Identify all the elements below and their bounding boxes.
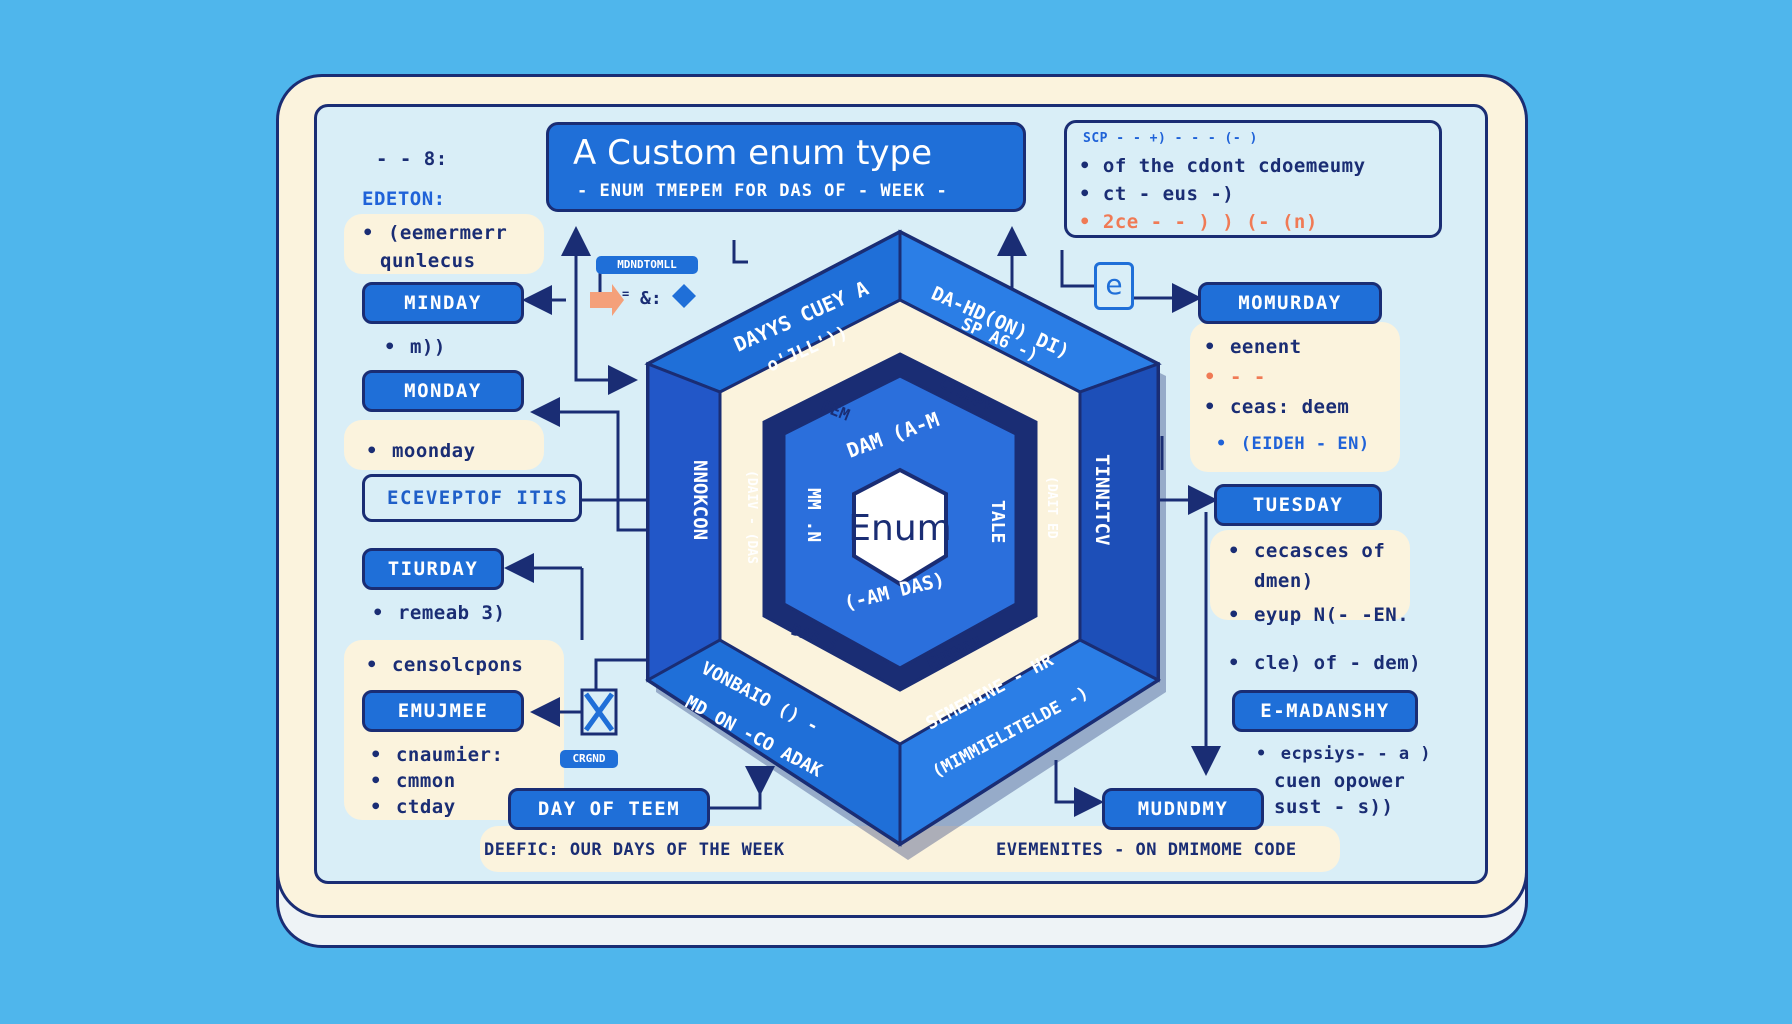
- title-box: A Custom enum type - ENUM TMEPEM FOR DAS…: [546, 122, 1026, 212]
- pill-momurday: MOMURDAY: [1198, 282, 1382, 324]
- pill-monday: MONDAY: [362, 370, 524, 412]
- connector: [1060, 250, 1094, 288]
- pill-minday: MINDAY: [362, 282, 524, 324]
- right-note: - -: [1204, 366, 1266, 388]
- right-note: cecasces of: [1228, 540, 1385, 562]
- code-line: • ct - eus -): [1079, 183, 1235, 205]
- right-note: eenent: [1204, 336, 1302, 358]
- enum-hexagon: [644, 229, 1166, 860]
- pill-day-of-teem: DAY OF TEEM: [508, 788, 710, 830]
- svg-text:=: =: [622, 287, 629, 301]
- diagram-subtitle: - ENUM TMEPEM FOR DAS OF - WEEK -: [577, 181, 948, 201]
- connector: [530, 658, 650, 727]
- footer-right: EVEMENITES - ON DMIMOME CODE: [996, 840, 1297, 860]
- tag-mdndtomll: MDNDTOMLL: [596, 256, 698, 274]
- left-note: m)): [384, 336, 446, 358]
- pill-emadanshy: E-MADANSHY: [1232, 690, 1418, 732]
- right-note: (EIDEH - EN): [1216, 434, 1370, 454]
- left-note: cmmon: [370, 770, 456, 792]
- transform-arrows-icon: = &:: [590, 284, 696, 316]
- diagram-title: A Custom enum type: [573, 133, 933, 173]
- left-note: remeab 3): [372, 602, 505, 624]
- code-line: • of the cdont cdoemeumy: [1079, 155, 1366, 177]
- face-label: NNOKCON: [689, 460, 711, 540]
- svg-text:&:: &:: [640, 288, 662, 309]
- tag-crgnd: CRGND: [560, 750, 618, 768]
- code-line: SCP - - +) - - - (- ): [1083, 131, 1258, 146]
- right-note: eyup N(- -EN.: [1228, 604, 1409, 626]
- connector: [732, 240, 748, 264]
- pill-ecevept: ECEVEPTOF ITIS: [362, 474, 582, 522]
- connector: [574, 235, 638, 395]
- right-note: sust - s)): [1274, 796, 1394, 818]
- pill-tuesday: TUESDAY: [1214, 484, 1382, 526]
- face-label: TINNITCV: [1091, 454, 1113, 546]
- footer-left: DEEFIC: OUR DAYS OF THE WEEK: [484, 840, 785, 860]
- center-label: Enum: [848, 508, 951, 549]
- ring-side-label: (DAIT ED: [1044, 476, 1059, 539]
- left-marker: - - 8:: [376, 148, 448, 170]
- connector: [530, 397, 620, 432]
- left-note: (eemermerr: [362, 222, 507, 244]
- code-line: • 2ce - - ) ) (- (n): [1079, 211, 1318, 233]
- connector: [616, 432, 652, 532]
- inner-label: TALE: [987, 500, 1008, 543]
- right-note: cle) of - dem): [1228, 652, 1421, 674]
- connector: [1054, 760, 1104, 817]
- right-note: cuen opower: [1274, 770, 1406, 792]
- right-note: dmen): [1254, 570, 1314, 592]
- x-shape-icon: [580, 688, 618, 736]
- pill-tiurday: TIURDAY: [362, 548, 504, 590]
- left-note: moonday: [366, 440, 476, 462]
- left-note: cnaumier:: [370, 744, 503, 766]
- left-note: qunlecus: [380, 250, 476, 272]
- left-note: censolcpons: [366, 654, 523, 676]
- code-box: SCP - - +) - - - (- ) • of the cdont cdo…: [1064, 120, 1442, 238]
- connector: [710, 770, 762, 810]
- left-note: ctday: [370, 796, 456, 818]
- right-note: ceas: deem: [1204, 396, 1349, 418]
- inner-label: MM .N: [803, 488, 824, 542]
- right-note: ecpsiys- - a ): [1256, 744, 1431, 764]
- enum-e-icon: e: [1094, 262, 1134, 310]
- left-heading: EDETON:: [362, 188, 446, 210]
- pill-mudndmy: MUDNDMY: [1102, 788, 1264, 830]
- pill-emujmee: EMUJMEE: [362, 690, 524, 732]
- ring-side-label: (DAIV - (DAS: [744, 470, 759, 564]
